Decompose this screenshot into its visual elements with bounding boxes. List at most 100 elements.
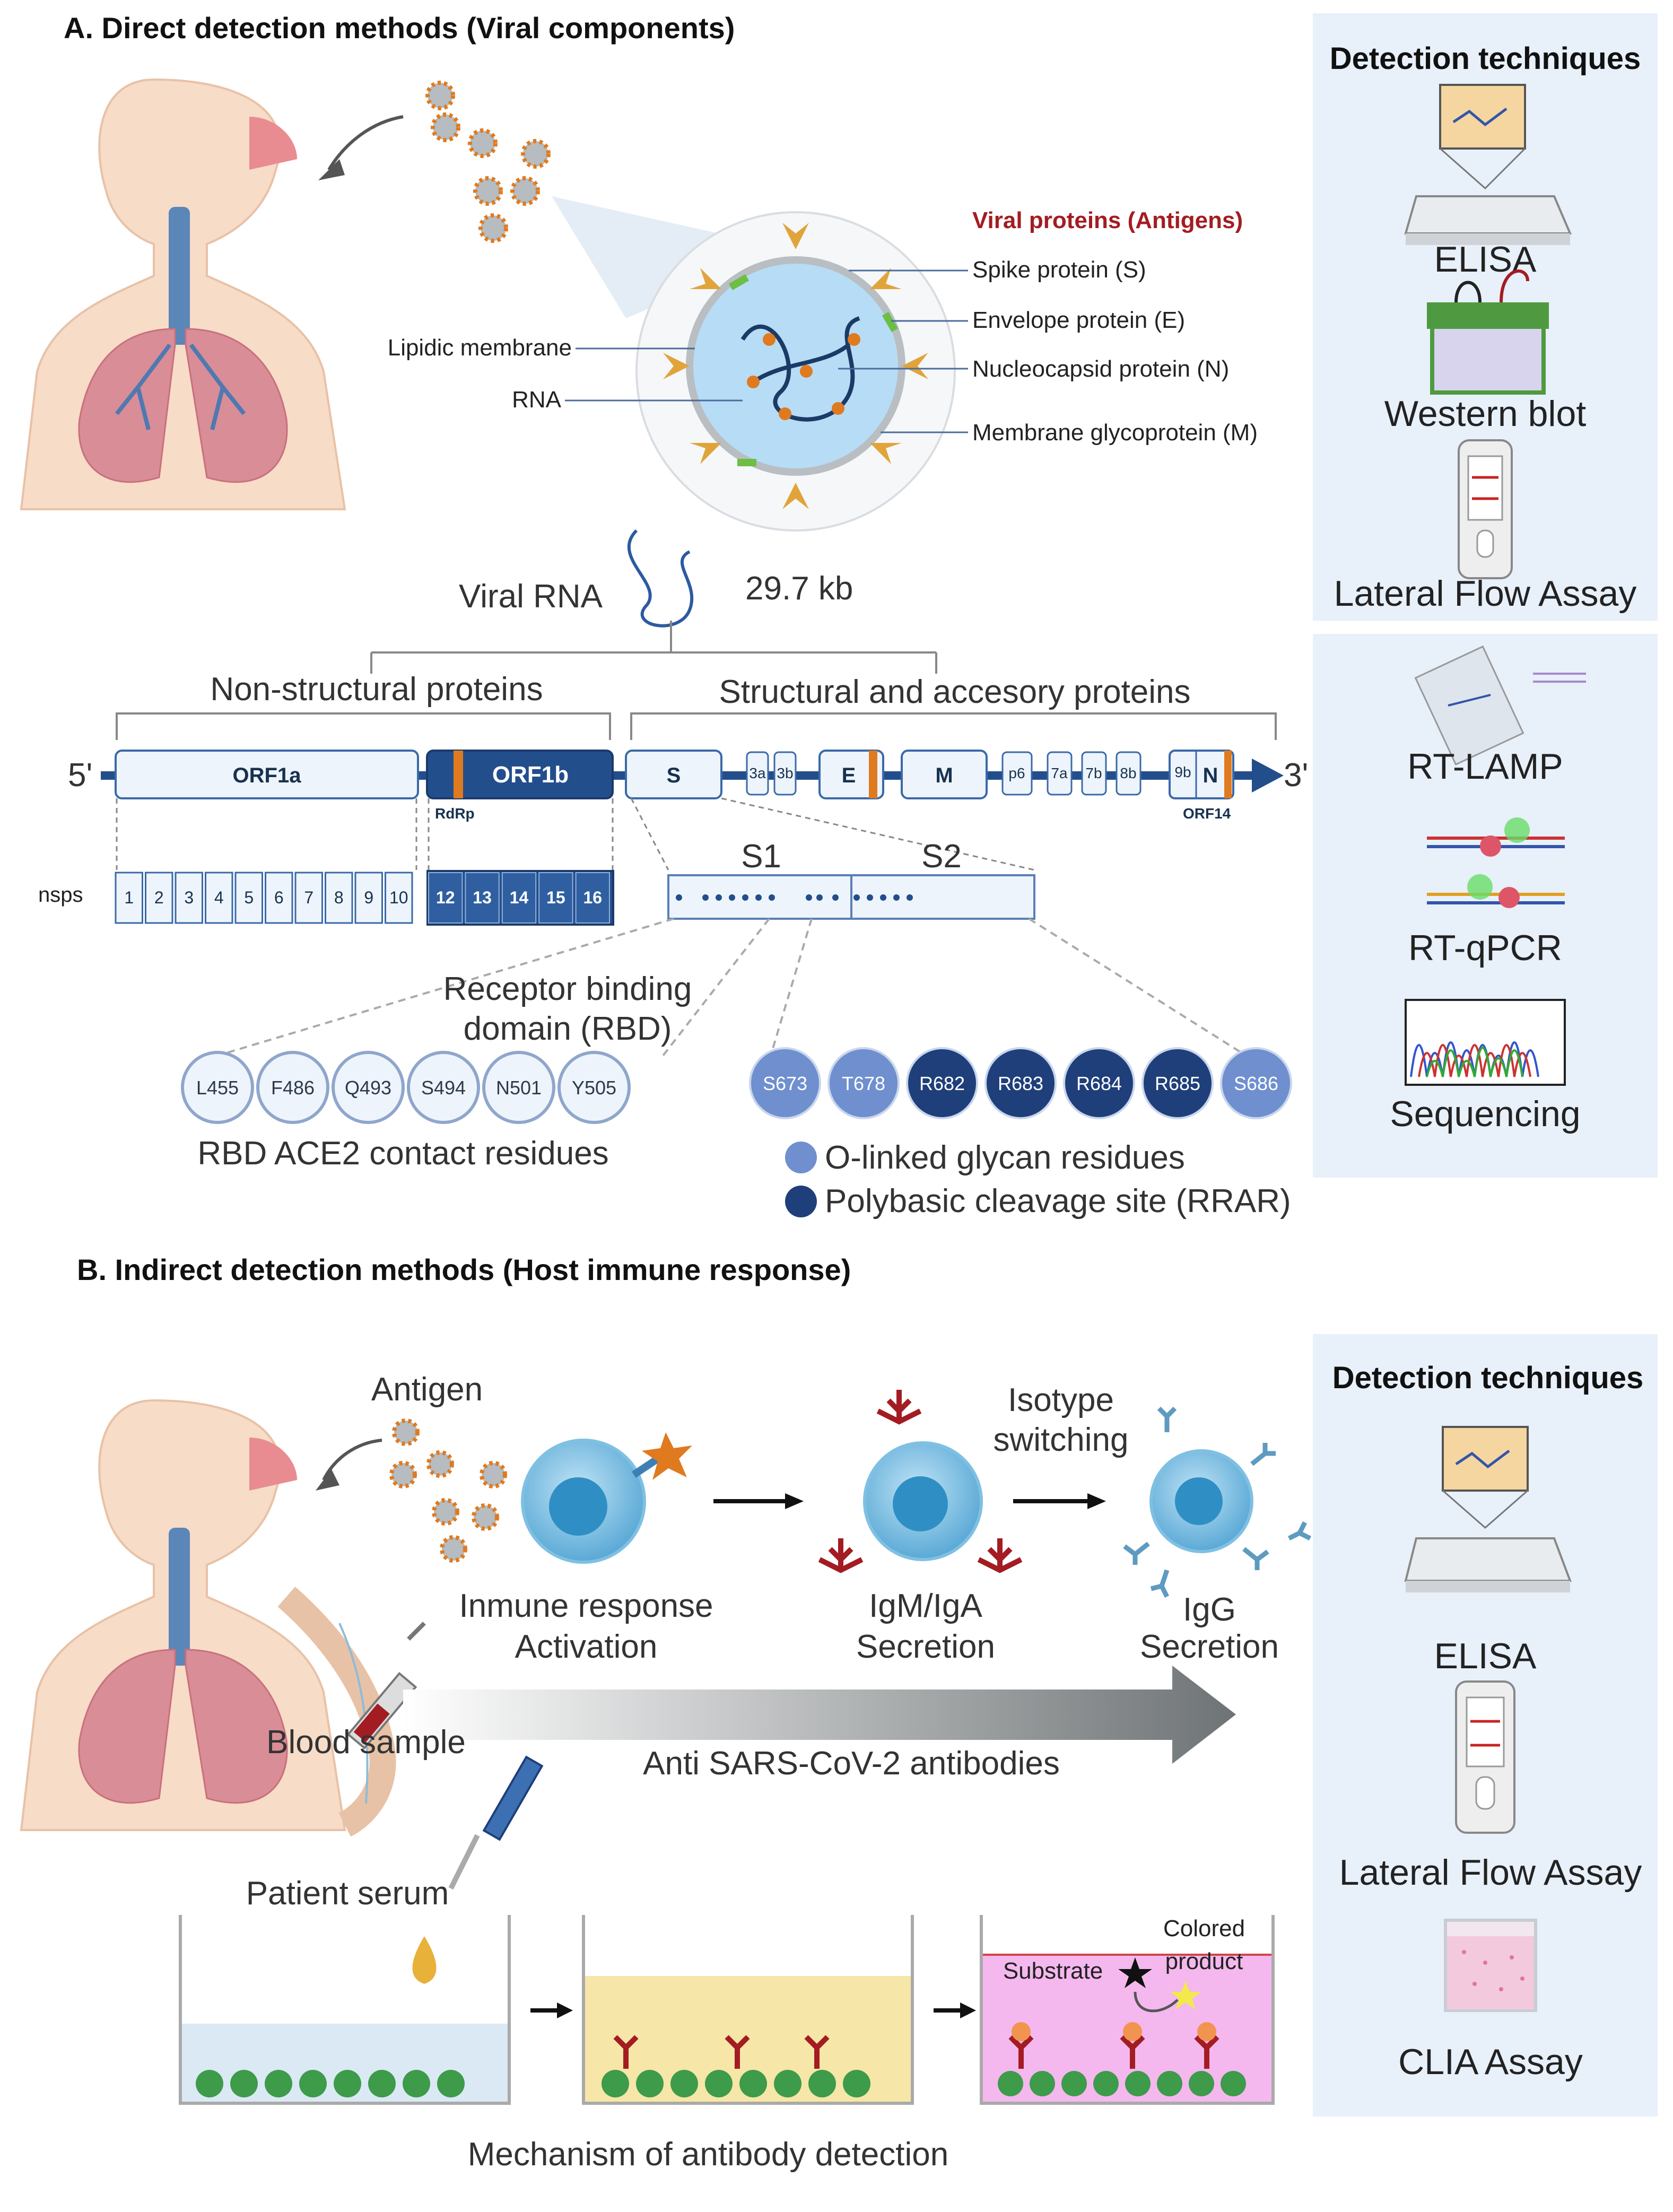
cleavage-residue-label: R683 xyxy=(998,1073,1043,1094)
nsp-label: 3 xyxy=(184,888,194,907)
arrow-well-1-2-head xyxy=(557,2002,573,2018)
three-prime: 3' xyxy=(1284,757,1308,794)
gene-orf1b: ORF1b xyxy=(492,762,569,788)
rbd-residue-label: L455 xyxy=(196,1077,239,1099)
nsp-label: 6 xyxy=(274,888,284,907)
nsp-box xyxy=(175,872,203,924)
technique-clia: CLIA Assay xyxy=(1398,2042,1583,2082)
techniques-title-b: Detection techniques xyxy=(1332,1361,1644,1395)
gene-p6: p6 xyxy=(1008,765,1025,781)
cleavage-residue-label: S686 xyxy=(1234,1073,1278,1094)
genome-arrowhead xyxy=(1252,759,1284,793)
virion-leader-lines xyxy=(565,269,968,433)
legend-glycan-swatch xyxy=(785,1142,817,1173)
nsp-label: 10 xyxy=(389,888,408,907)
igm-label-2: Secretion xyxy=(856,1628,995,1665)
nsp-label: 13 xyxy=(473,888,492,907)
nsp-box xyxy=(325,872,353,924)
nsp-box-dark xyxy=(501,872,537,924)
virus-particles-a xyxy=(318,81,551,243)
rbd-residue-label: F486 xyxy=(271,1077,315,1099)
nsp-label: 15 xyxy=(546,888,565,907)
nsp-box xyxy=(354,872,383,924)
nsp-dashed-lines xyxy=(116,797,1035,871)
genome-genes: ORF1a ORF1b S 3a 3b E M p6 7a 7b 8b 9b N xyxy=(115,750,1234,799)
glycan-residue xyxy=(749,1047,821,1119)
immune-cell-igg xyxy=(1123,1406,1312,1598)
rbd-label-1: Receptor binding xyxy=(443,971,692,1007)
cleavage-residue-label: T678 xyxy=(842,1073,885,1094)
technique-western-blot: Western blot xyxy=(1384,394,1587,434)
technique-lateral-flow-a: Lateral Flow Assay xyxy=(1334,573,1637,614)
genome-size: 29.7 kb xyxy=(745,570,853,607)
technique-rt-qpcr: RT-qPCR xyxy=(1408,928,1562,968)
rbd-residue-label: N501 xyxy=(496,1077,542,1099)
s2-box xyxy=(850,874,1035,920)
rbd-caption: RBD ACE2 contact residues xyxy=(197,1135,608,1172)
rt-lamp-icon xyxy=(1414,645,1586,766)
isotype-label-2: switching xyxy=(994,1422,1129,1458)
legend-polybasic-label: Polybasic cleavage site (RRAR) xyxy=(825,1183,1291,1220)
rt-qpcr-icon xyxy=(1427,817,1565,908)
human-figure-b xyxy=(20,1399,396,1837)
isotype-label-1: Isotype xyxy=(1008,1382,1114,1418)
nsp-label: 1 xyxy=(124,888,134,907)
virion-diagram xyxy=(635,211,956,532)
nucleocapsid-label: Nucleocapsid protein (N) xyxy=(972,356,1229,382)
technique-lateral-flow-b: Lateral Flow Assay xyxy=(1339,1852,1642,1893)
legend-glycan-label: O-linked glycan residues xyxy=(825,1139,1185,1176)
nonstructural-label: Non-structural proteins xyxy=(210,671,543,708)
antigen-label: Antigen xyxy=(371,1371,483,1408)
spike-label: Spike protein (S) xyxy=(972,257,1146,283)
envelope-label: Envelope protein (E) xyxy=(972,307,1185,333)
cleavage-residue-label: R685 xyxy=(1155,1073,1200,1094)
arrow-well-2-3-head xyxy=(960,2002,976,2018)
gene-n: N xyxy=(1203,764,1218,787)
gene-e: E xyxy=(842,764,856,787)
polybasic-residue xyxy=(984,1047,1057,1119)
technique-rt-lamp: RT-LAMP xyxy=(1407,746,1563,787)
gene-7b: 7b xyxy=(1085,765,1102,781)
polybasic-residue xyxy=(1142,1047,1214,1119)
structural-label: Structural and accesory proteins xyxy=(719,674,1190,710)
rbd-residue-label: S494 xyxy=(421,1077,466,1099)
cleavage-residue-label: S673 xyxy=(763,1073,807,1094)
nsp-box-dark xyxy=(538,872,573,924)
nsp-box xyxy=(234,872,263,924)
arrow-activation-to-igm-head xyxy=(785,1493,804,1509)
colored-label-2: product xyxy=(1165,1948,1243,1974)
rbd-residue-label: Y505 xyxy=(572,1077,616,1099)
rbd-residue xyxy=(256,1051,329,1124)
pipette-icon xyxy=(448,1755,544,1890)
elisa-icon-b xyxy=(1404,1426,1572,1592)
nsps-label: nsps xyxy=(38,883,83,907)
spike-residue-dots xyxy=(676,894,913,901)
zoom-cone xyxy=(552,196,790,318)
western-blot-icon xyxy=(1427,269,1549,395)
antibody-timeline-arrow xyxy=(403,1666,1236,1764)
orf14-label: ORF14 xyxy=(1183,805,1231,822)
nsp-box-dark xyxy=(428,872,463,924)
gene-3a: 3a xyxy=(749,765,766,781)
nsp-label: 14 xyxy=(510,888,529,907)
patient-serum-label: Patient serum xyxy=(246,1875,449,1912)
glycan-residue xyxy=(1220,1047,1292,1119)
elisa-icon-a xyxy=(1404,84,1572,245)
gene-8b: 8b xyxy=(1120,765,1136,781)
technique-sequencing: Sequencing xyxy=(1390,1094,1580,1134)
anti-sars-label: Anti SARS-CoV-2 antibodies xyxy=(643,1745,1060,1782)
colored-label-1: Colored xyxy=(1163,1915,1245,1941)
well-3 xyxy=(980,1915,1275,2105)
nsp-box xyxy=(145,872,173,924)
gene-m: M xyxy=(935,764,953,787)
nsp-label: 9 xyxy=(364,888,373,907)
nsp-label: 8 xyxy=(334,888,344,907)
well-2 xyxy=(582,1915,914,2105)
cleavage-residue-label: R682 xyxy=(919,1073,965,1094)
arrow-igm-to-igg-head xyxy=(1087,1493,1106,1509)
rbd-residue xyxy=(181,1051,254,1124)
rbd-residue xyxy=(482,1051,555,1124)
